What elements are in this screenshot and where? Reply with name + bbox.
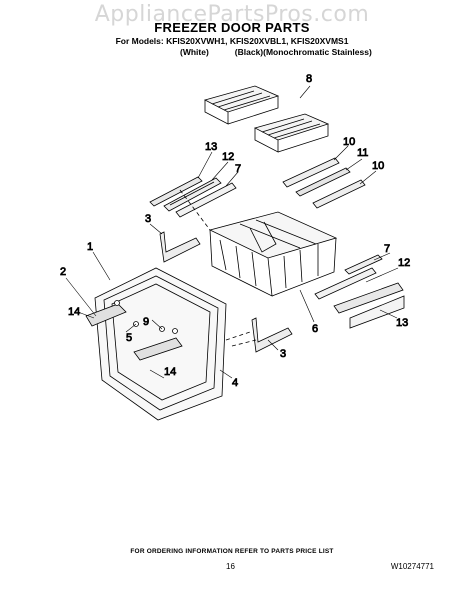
callout-10-top: 10 bbox=[343, 136, 355, 148]
page-title: FREEZER DOOR PARTS bbox=[154, 20, 310, 35]
callout-10-bottom: 10 bbox=[372, 160, 384, 172]
model-list: For Models: KFIS20XVWH1, KFIS20XVBL1, KF… bbox=[115, 36, 349, 46]
callout-7-left: 7 bbox=[235, 163, 241, 175]
slide-rail-right-7 bbox=[344, 254, 383, 275]
assembly-lines bbox=[179, 189, 257, 347]
callout-13-left: 13 bbox=[205, 141, 217, 153]
slide-rail-right-12 bbox=[314, 267, 377, 300]
callout-4: 4 bbox=[232, 377, 238, 389]
upper-basket-left bbox=[203, 85, 280, 125]
variant-white: (White) bbox=[180, 47, 209, 57]
callout-12-left: 12 bbox=[222, 151, 234, 163]
callout-8: 8 bbox=[306, 73, 312, 85]
upper-basket-right bbox=[253, 113, 330, 153]
callout-2: 2 bbox=[60, 266, 66, 278]
callout-9: 9 bbox=[143, 316, 149, 328]
slide-rail-right-13 bbox=[333, 282, 405, 329]
document-number: W10274771 bbox=[390, 562, 434, 571]
callout-6: 6 bbox=[312, 323, 318, 335]
callout-14-bottom: 14 bbox=[164, 366, 176, 378]
door-bracket-right bbox=[251, 317, 293, 353]
callout-3-left: 3 bbox=[145, 213, 151, 225]
callout-5: 5 bbox=[126, 332, 132, 344]
callout-14-left: 14 bbox=[68, 306, 80, 318]
slide-rail-right-11 bbox=[295, 167, 351, 197]
door-bracket-left bbox=[159, 231, 201, 263]
callout-3-right: 3 bbox=[280, 348, 286, 360]
callout-12-right: 12 bbox=[398, 257, 410, 269]
door-handle bbox=[85, 303, 183, 361]
model-variants: (White) (Black)(Monochromatic Stainless) bbox=[180, 47, 398, 57]
variant-black-stainless: (Black)(Monochromatic Stainless) bbox=[234, 47, 372, 57]
callout-7-right: 7 bbox=[384, 243, 390, 255]
page-number: 16 bbox=[226, 562, 235, 571]
slide-rail-left-13 bbox=[149, 176, 203, 207]
slide-rail-right-10a bbox=[282, 157, 340, 188]
ordering-note: FOR ORDERING INFORMATION REFER TO PARTS … bbox=[130, 548, 334, 555]
exploded-parts-diagram: 8 13 12 7 10 11 10 3 1 2 14 5 9 7 12 13 … bbox=[60, 73, 411, 421]
callout-13-right: 13 bbox=[396, 317, 408, 329]
slide-rail-left-7 bbox=[175, 182, 237, 218]
slide-rail-left-12 bbox=[163, 177, 222, 212]
callout-11: 11 bbox=[357, 147, 368, 159]
slide-rail-right-10b bbox=[312, 179, 366, 209]
callout-1: 1 bbox=[87, 241, 93, 253]
watermark: AppliancePartsPros.com bbox=[94, 2, 370, 27]
leader-lines bbox=[65, 85, 399, 379]
lower-freezer-basket bbox=[208, 211, 338, 297]
